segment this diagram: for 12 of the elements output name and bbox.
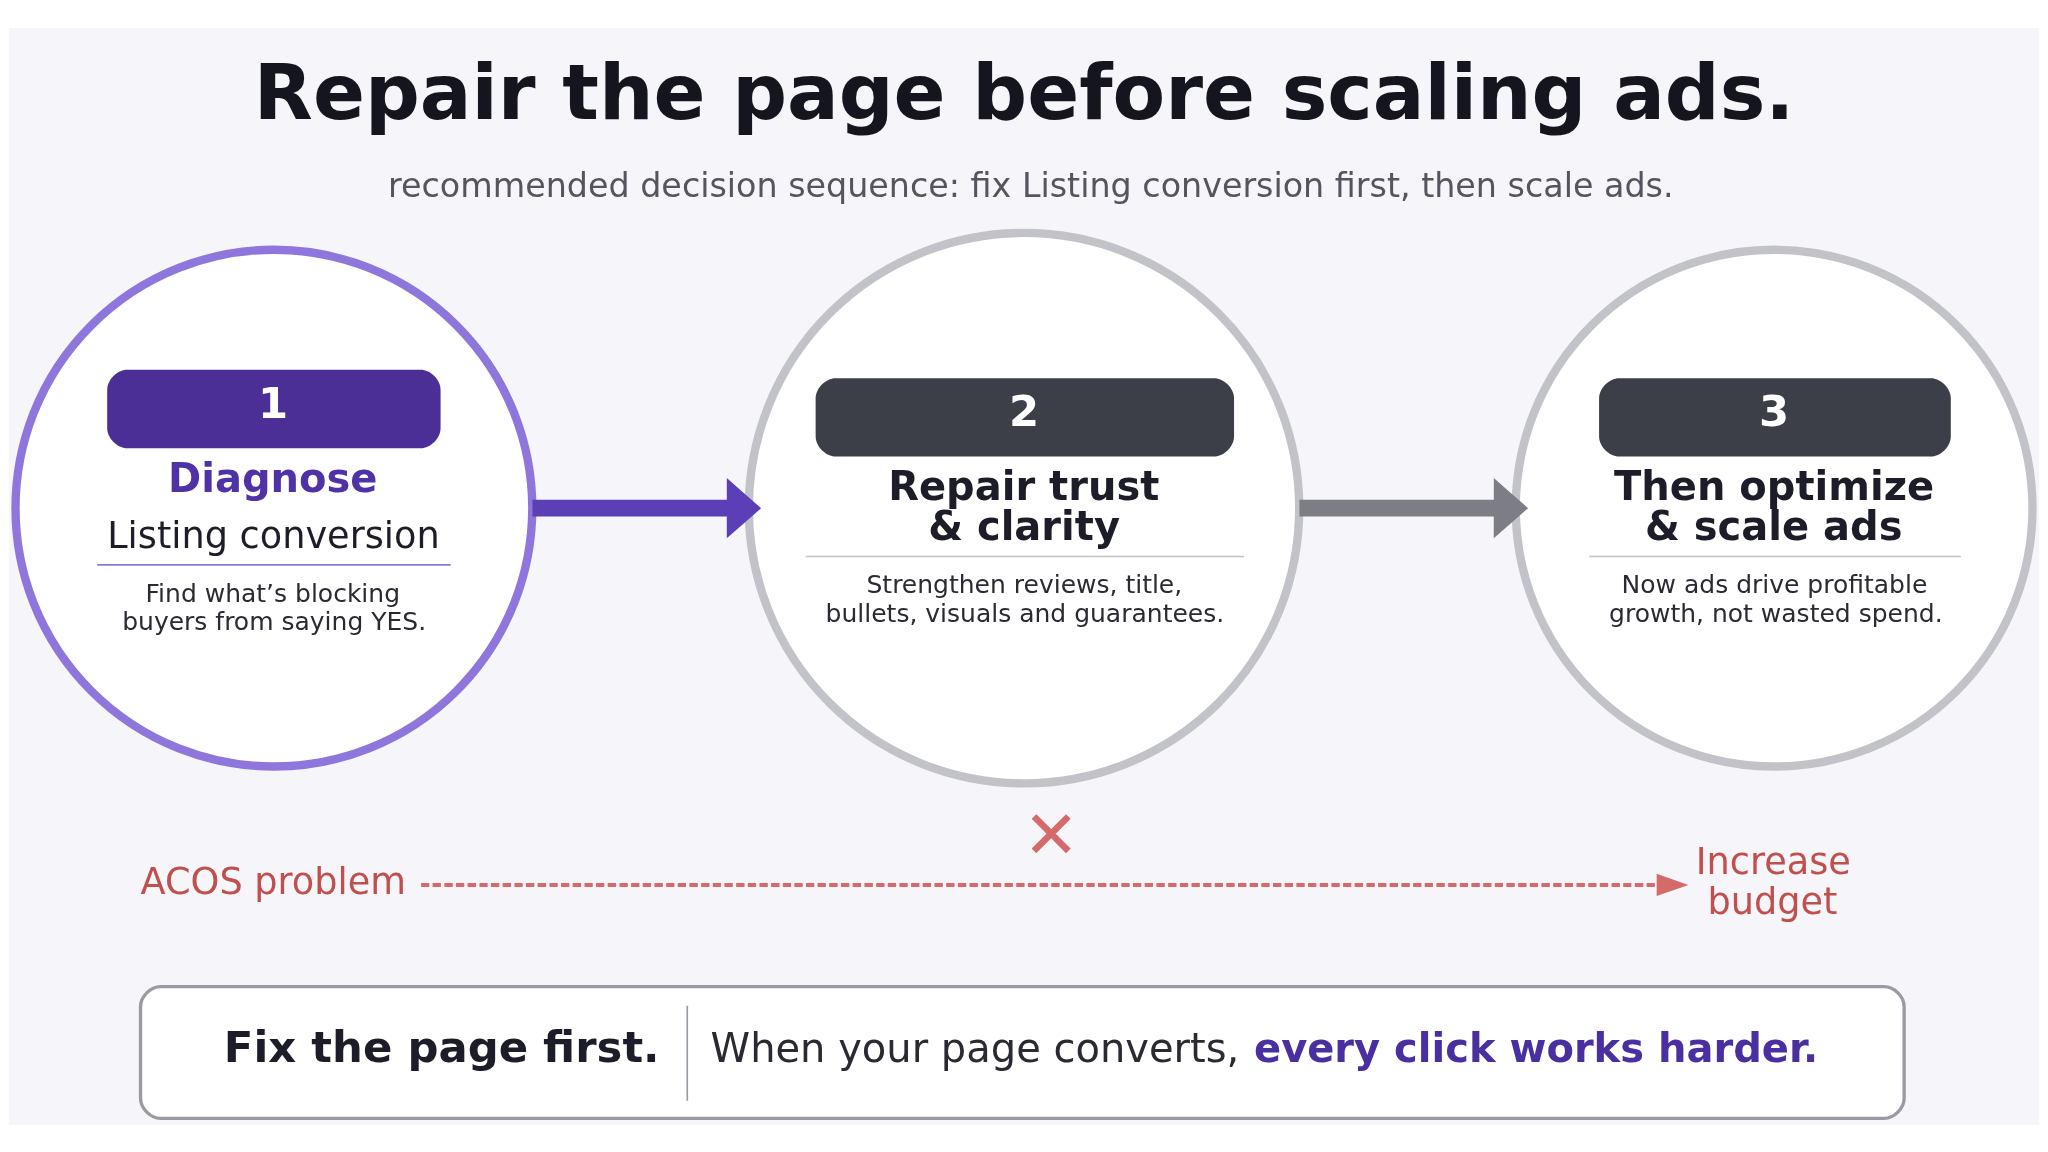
node-text: Increase budget [1695,839,1851,923]
caption: recommended decision sequence: fix Listing conversion first, then scale ads. [388,165,1674,205]
edge-label: ✕ [1023,795,1080,874]
node-circle: 2 Repair trust & clarity Strengthen reviews, title, bullets, visuals and guarantees. [744,228,1304,788]
diagram-title: Repair the page before scaling ads. [253,47,1795,137]
node-circle: 1 Diagnose Listing conversion Find what’s blocking buyers from saying YES. [11,245,537,771]
node-circle: 3 Then optimize & scale ads Now ads drive profitable growth, not wasted spend. [1511,245,2037,771]
node-box: Fix the page first. When your page converts, every click works harder. [138,984,1906,1120]
arrow [421,873,1689,896]
arrow [1299,477,1529,538]
arrow [532,477,762,538]
node-text: ACOS problem [140,859,407,903]
